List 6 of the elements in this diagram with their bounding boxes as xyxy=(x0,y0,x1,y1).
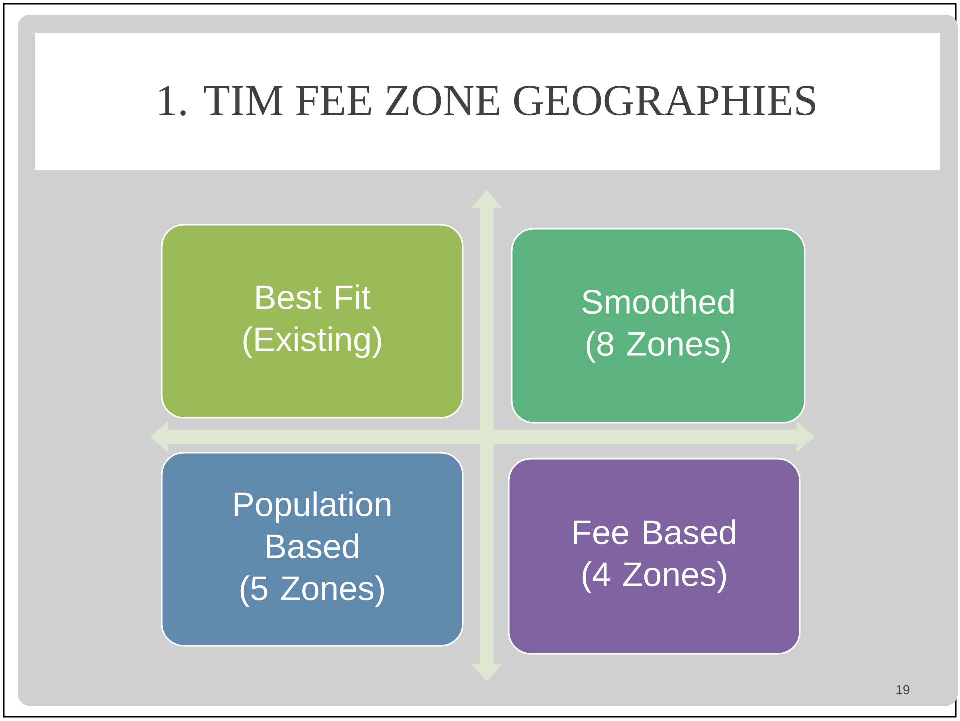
zone-box: Population Based (5 Zones) xyxy=(161,452,464,647)
page-number: 19 xyxy=(896,685,910,695)
title-banner: 1. TIM FEE ZONE GEOGRAPHIES xyxy=(35,33,940,170)
zone-box: Best Fit (Existing) xyxy=(161,224,464,419)
zone-box: Fee Based (4 Zones) xyxy=(508,458,801,655)
zone-box: Smoothed (8 Zones) xyxy=(511,228,806,424)
